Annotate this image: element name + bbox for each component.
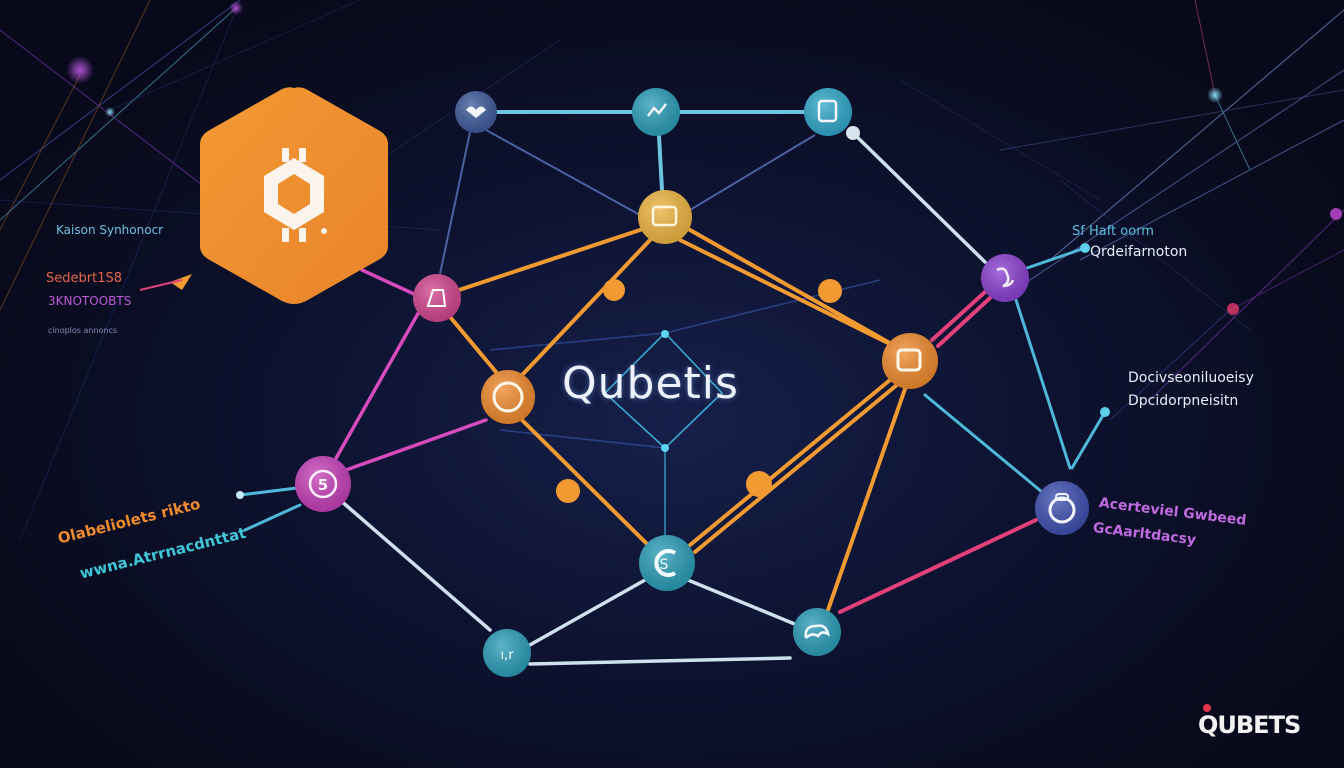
node-money[interactable] bbox=[882, 333, 938, 389]
edges-thin bbox=[439, 129, 816, 275]
svg-text:S: S bbox=[660, 557, 669, 573]
node-padlock[interactable] bbox=[1035, 481, 1089, 535]
diamond-vertex bbox=[661, 330, 669, 338]
node-chart[interactable] bbox=[632, 88, 680, 136]
node-bull[interactable] bbox=[981, 254, 1029, 302]
currency-icon bbox=[654, 549, 677, 577]
edges-orange bbox=[449, 228, 907, 612]
node-handshake[interactable] bbox=[455, 91, 497, 133]
glow-dot bbox=[105, 107, 115, 117]
node-lock-q[interactable] bbox=[481, 370, 535, 424]
label-left-top-3: 3KNOTOOBTS bbox=[48, 294, 132, 308]
label-left-top-2: Sedebrt1S8 bbox=[46, 271, 122, 286]
handshake-icon bbox=[466, 106, 486, 118]
edges-cyan bbox=[238, 246, 1107, 532]
label-left-top-1: Kaison Synhonocr bbox=[56, 223, 164, 237]
glow-dot bbox=[229, 1, 243, 15]
node-link[interactable]: ı,r bbox=[483, 629, 531, 677]
glow-dot bbox=[66, 56, 94, 84]
brand-wordmark: QUBETS bbox=[1198, 711, 1301, 739]
logo-hexagon[interactable] bbox=[196, 84, 392, 306]
edges-pink bbox=[838, 290, 1038, 614]
quantum-coin-hexagon-icon bbox=[264, 148, 327, 242]
edges-white bbox=[338, 128, 987, 666]
brand-dot bbox=[1203, 704, 1211, 712]
node-coin-5[interactable]: 5 bbox=[295, 456, 351, 512]
link-icon: ı,r bbox=[500, 648, 514, 663]
bull-icon bbox=[996, 267, 1015, 288]
glow-dot bbox=[1227, 303, 1239, 315]
coin-5-icon: 5 bbox=[318, 476, 328, 494]
edge-terminals bbox=[139, 126, 1110, 499]
edges-top bbox=[495, 110, 806, 192]
cloud-icon bbox=[804, 624, 830, 639]
document-icon bbox=[817, 99, 838, 123]
node-cloud[interactable] bbox=[793, 608, 841, 656]
edges-magenta bbox=[333, 268, 488, 472]
edge-joints bbox=[556, 279, 842, 503]
diamond-vertex bbox=[661, 444, 669, 452]
label-right-mid-2: Dpcidorpneisitn bbox=[1128, 393, 1239, 409]
node-wallet[interactable] bbox=[638, 190, 692, 244]
cube-icon bbox=[426, 289, 447, 307]
label-right-top-2: Qrdeifarnoton bbox=[1090, 244, 1188, 260]
lock-q-icon bbox=[492, 381, 524, 413]
wallet-icon bbox=[651, 205, 678, 227]
background-web bbox=[0, 0, 1344, 541]
glow-dot bbox=[1330, 208, 1342, 220]
center-diamond bbox=[489, 279, 881, 540]
chart-arrow-icon bbox=[647, 103, 667, 117]
node-cube[interactable] bbox=[413, 274, 461, 322]
glow-dot bbox=[1207, 87, 1223, 103]
node-currency[interactable]: S bbox=[639, 535, 695, 591]
padlock-icon bbox=[1048, 496, 1076, 524]
label-right-mid-1: Docivseoniluoeisy bbox=[1128, 370, 1254, 386]
money-icon bbox=[896, 348, 922, 372]
label-right-top-1: Sf Haft oorm bbox=[1072, 224, 1154, 239]
label-left-top-4: cinoplos annoncs bbox=[48, 326, 118, 335]
node-document[interactable] bbox=[804, 88, 852, 136]
diagram-title: Qubetis bbox=[562, 358, 739, 409]
